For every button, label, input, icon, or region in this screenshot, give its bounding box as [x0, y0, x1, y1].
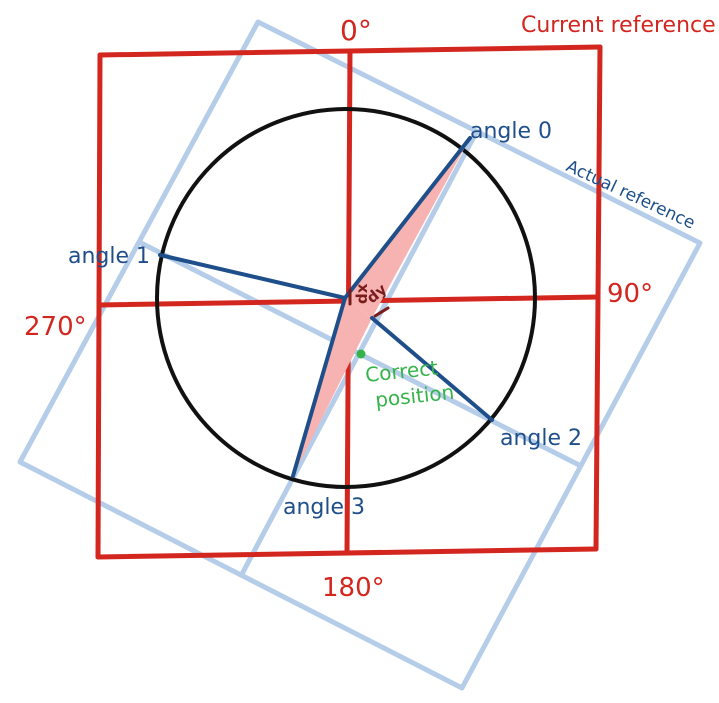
label-angle1: angle 1 [68, 244, 150, 269]
offset-marks [348, 288, 390, 318]
shaded-region [293, 138, 470, 476]
ray-angle3 [291, 296, 347, 478]
label-current-reference: Current reference [521, 13, 716, 38]
label-270-degrees: 270° [24, 312, 87, 342]
label-dx: dx [353, 283, 371, 304]
ray-angle1 [158, 253, 347, 300]
label-angle3: angle 3 [283, 495, 365, 520]
label-angle2: angle 2 [500, 426, 582, 451]
label-180-degrees: 180° [322, 573, 385, 603]
label-0-degrees: 0° [340, 14, 372, 47]
ray-angle0 [343, 136, 472, 300]
shaded-triangle-lower [293, 298, 372, 476]
correct-position-point [356, 349, 366, 359]
label-90-degrees: 90° [607, 279, 653, 309]
label-actual-reference: Actual reference [563, 156, 698, 233]
label-angle0: angle 0 [470, 119, 552, 144]
angle-rays [158, 136, 494, 478]
dy-tick [373, 306, 390, 318]
shaded-triangle-upper [345, 138, 470, 318]
ray-angle2 [370, 316, 494, 422]
measurement-circle [155, 107, 537, 489]
